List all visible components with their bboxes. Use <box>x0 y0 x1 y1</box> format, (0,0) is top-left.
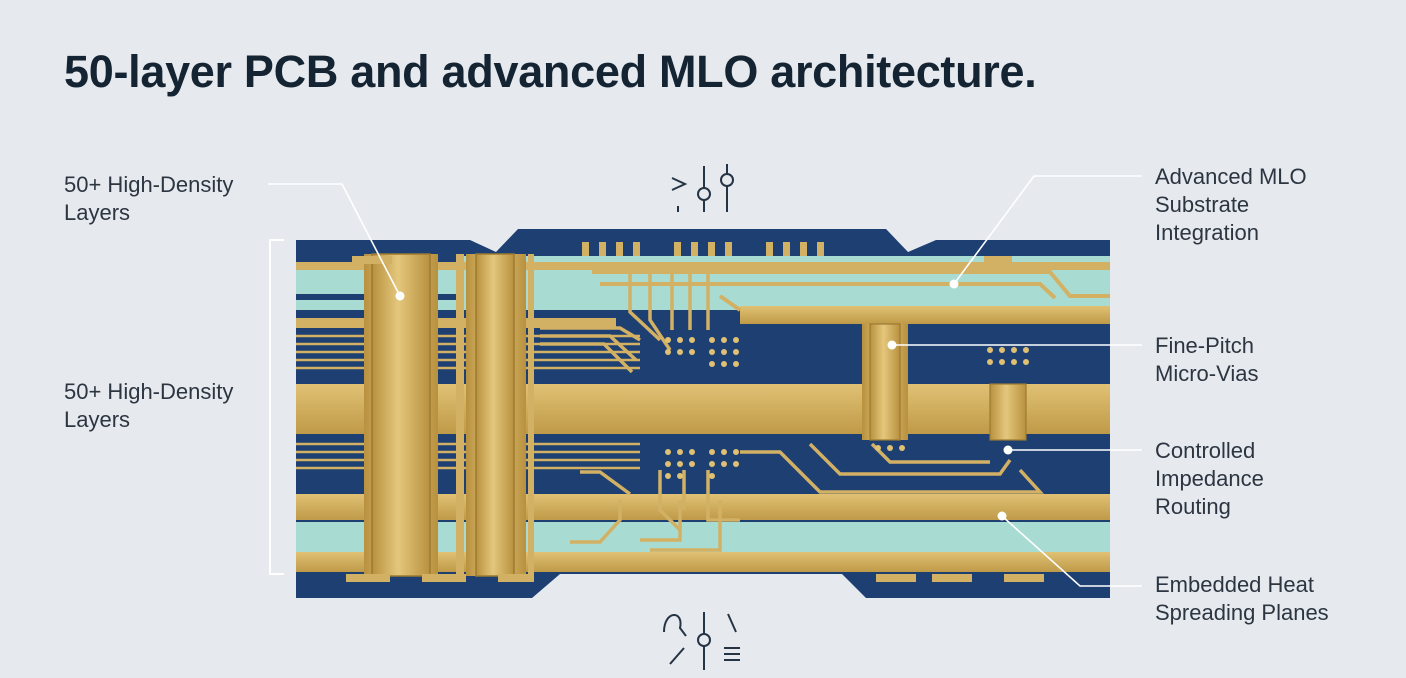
signal-symbols-top-icon <box>672 164 733 212</box>
signal-symbols-bottom-icon <box>664 612 740 670</box>
layers-bracket <box>270 240 284 574</box>
copper-plane <box>740 306 1110 324</box>
bottom-pads <box>346 574 1044 582</box>
